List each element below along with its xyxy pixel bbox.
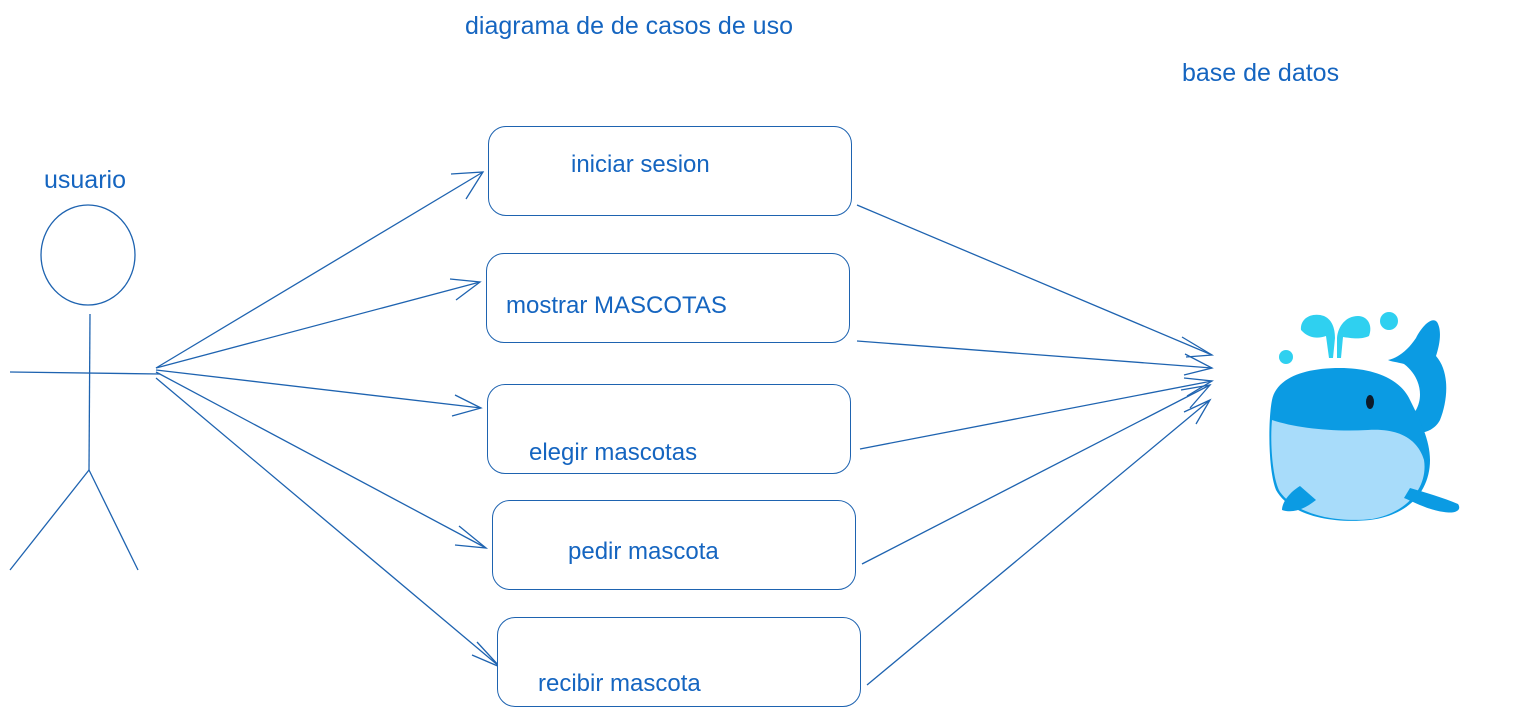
stick-figure-icon <box>9 204 161 571</box>
diagram-title: diagrama de de casos de uso <box>465 12 793 40</box>
association-arrow-uc5 <box>155 377 501 668</box>
use-case-label: iniciar sesion <box>571 151 710 178</box>
actor-label: usuario <box>44 166 126 194</box>
association-arrow-uc3 <box>155 369 483 417</box>
use-case-label: elegir mascotas <box>529 439 698 466</box>
use-case-label: pedir mascota <box>568 538 719 565</box>
use-case-label: mostrar MASCOTAS <box>506 292 727 319</box>
use-case-label: recibir mascota <box>538 670 701 697</box>
db-arrow-uc5 <box>866 398 1212 686</box>
association-arrow-uc2 <box>155 278 482 369</box>
db-arrow-uc4 <box>861 384 1212 565</box>
association-arrow-uc4 <box>155 371 489 549</box>
use-case-mostrar-mascotas: mostrar MASCOTAS <box>486 253 850 343</box>
db-arrow-uc2 <box>856 340 1214 376</box>
db-arrow-uc1 <box>856 204 1215 358</box>
use-case-pedir-mascota: pedir mascota <box>492 500 856 590</box>
use-case-elegir-mascotas: elegir mascotas <box>487 384 851 474</box>
db-arrow-uc3 <box>859 377 1214 450</box>
use-case-recibir-mascota: recibir mascota <box>497 617 861 707</box>
database-label: base de datos <box>1182 59 1340 87</box>
use-case-iniciar-sesion: iniciar sesion <box>488 126 852 216</box>
association-arrow-uc1 <box>155 171 485 369</box>
whale-icon <box>1269 312 1460 521</box>
